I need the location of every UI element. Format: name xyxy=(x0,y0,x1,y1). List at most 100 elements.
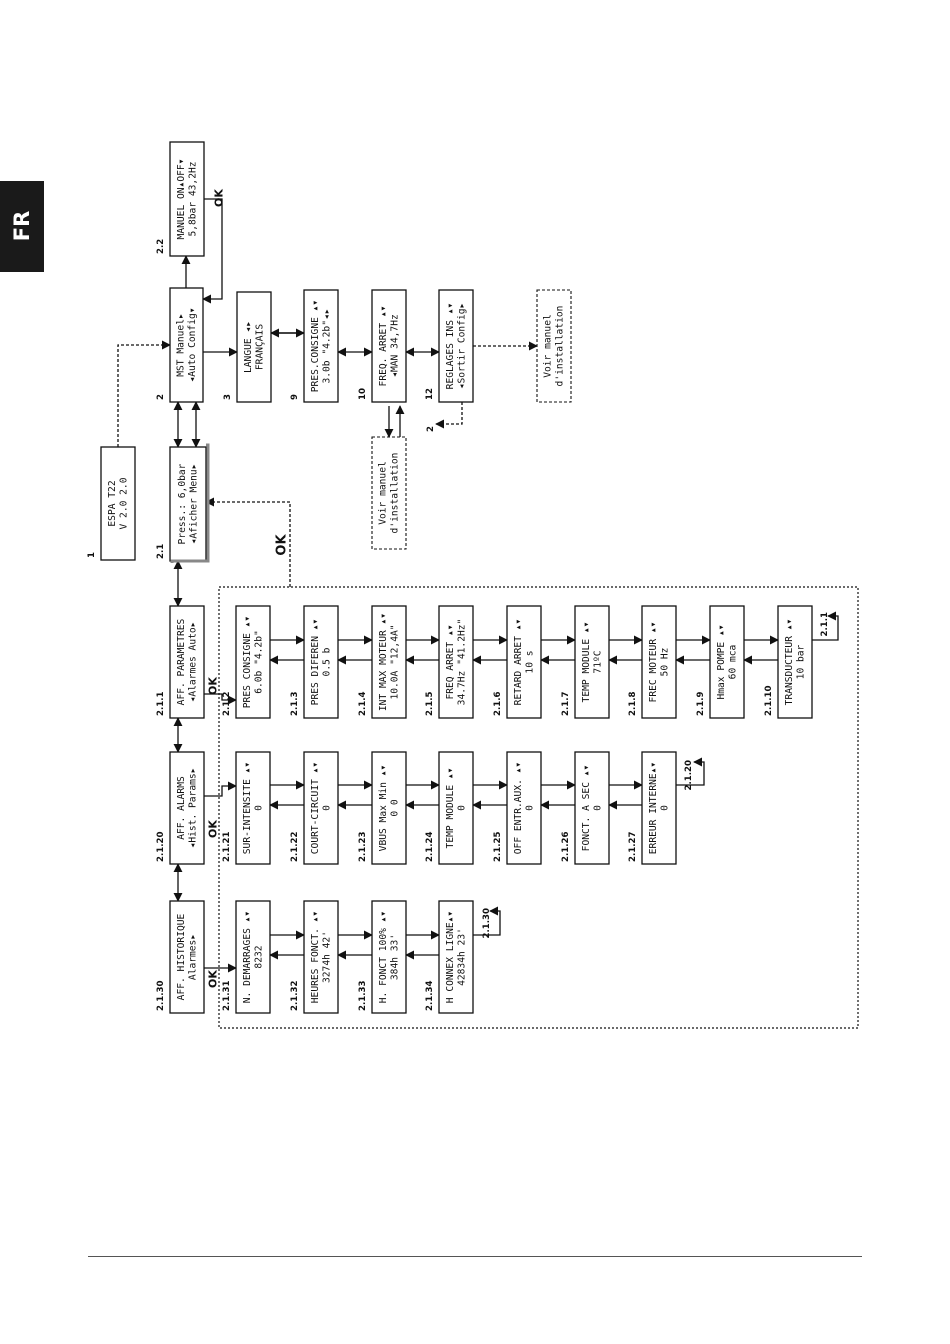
screen-frame xyxy=(235,900,271,1014)
screen-n2126: FONCT. A SEC ▴▾0 xyxy=(574,751,610,865)
screen-n2121: SUR-INTENSITE ▴▾0 xyxy=(235,751,271,865)
screen-n216: RETARD ARRET ▴▾10 s xyxy=(506,605,542,719)
ok-label: OK xyxy=(207,677,220,695)
screen-frame xyxy=(506,751,542,865)
screen-text: FREQ ARRET ▴▾ xyxy=(445,624,456,699)
screen-n22: MANUEL ON▴OFF▾5,8bar 43,2Hz xyxy=(169,141,205,257)
screen-text: INT MAX MOTEUR ▴▾ xyxy=(378,613,389,711)
ok-label: OK xyxy=(207,820,220,838)
screen-text: H CONNEX LIGNE▴▾ xyxy=(445,911,456,1003)
screen-frame xyxy=(169,900,205,1014)
screen-n3: LANGUE ◂▸FRANÇAIS xyxy=(236,291,272,403)
screen-text: REGLAGES INS ▴▾ xyxy=(445,303,456,390)
screen-frame xyxy=(371,900,407,1014)
screen-frame xyxy=(235,751,271,865)
screen-text: 50 Hz xyxy=(659,648,670,677)
screen-n2124: TEMP MODULE ▴▾0 xyxy=(438,751,474,865)
screen-n2123: VBUS Max Min ▴▾0 0 xyxy=(371,751,407,865)
screen-n10: FREQ. ARRET ▴▾◂MAN 34,7Hz xyxy=(371,289,407,403)
ok-label: OK xyxy=(275,534,290,556)
screen-number-label: 2.1.33 xyxy=(358,981,368,1011)
flow-connector xyxy=(435,402,463,429)
screen-number-label: 12 xyxy=(425,388,435,400)
screen-number-label: 2.1.5 xyxy=(425,692,435,716)
screen-text: PRES CONSIGNE ▴▾ xyxy=(242,616,253,708)
screen-text: 3.0b "4.2b"◂▸ xyxy=(321,308,332,383)
screen-text: ◂Auto Config▾ xyxy=(187,307,198,382)
screen-number-label: 2.1.27 xyxy=(628,832,638,862)
screen-text: TEMP MODULE ▴▾ xyxy=(445,768,456,849)
screen-frame xyxy=(709,605,745,719)
screen-n2120: AFF. ALARMS◂Hist. Params▸ xyxy=(169,751,205,865)
screen-n2132: HEURES FONCT. ▴▾3274h 42' xyxy=(303,900,339,1014)
screen-text: 10 bar xyxy=(795,644,806,679)
screen-frame xyxy=(235,605,271,719)
screen-number-label: 2.1.34 xyxy=(425,981,435,1011)
screen-frame xyxy=(574,751,610,865)
screen-frame xyxy=(169,141,205,257)
screen-number-label: 10 xyxy=(358,388,368,400)
screen-n2: MST Manuel▸◂Auto Config▾ xyxy=(169,287,204,403)
screen-n2133: H. FONCT 100% ▴▾384h 33' xyxy=(371,900,407,1014)
screen-frame xyxy=(303,605,339,719)
screen-text: FRANÇAIS xyxy=(254,324,265,370)
screen-text: H. FONCT 100% ▴▾ xyxy=(378,911,389,1003)
screen-n2131: N. DEMARRAGES ▴▾8232 xyxy=(235,900,271,1014)
screen-number-label: 2.1.7 xyxy=(561,692,571,716)
screen-text: VBUS Max Min ▴▾ xyxy=(378,765,389,852)
screen-n2134: H CONNEX LIGNE▴▾42834h 23' xyxy=(438,900,474,1014)
screen-frame xyxy=(303,751,339,865)
screen-text: AFF. ALARMS xyxy=(176,776,187,840)
screen-number-label: 2.1.3 xyxy=(290,692,300,716)
screen-text: 71ºC xyxy=(592,650,603,673)
screen-number-label: 2.1.30 xyxy=(156,981,166,1011)
flow-connector xyxy=(812,611,839,641)
screen-text: ESPA T22 xyxy=(107,480,118,526)
screen-n2125: OFF ENTR.AUX. ▴▾0 xyxy=(506,751,542,865)
screen-frame xyxy=(371,605,407,719)
screen-text: 0 0 xyxy=(389,799,400,817)
flow-connector xyxy=(205,497,291,587)
screen-n12: REGLAGES INS ▴▾◂Sortir Config▸ xyxy=(438,289,474,403)
screen-number-label: 2.1.22 xyxy=(290,832,300,862)
screen-n218: FREC MOTEUR ▴▾50 Hz xyxy=(641,605,677,719)
screen-text: PRES DIFEREN ▴▾ xyxy=(310,619,321,706)
screen-number-label: 2.1.2 xyxy=(222,692,232,716)
note-text: d'installation xyxy=(390,453,401,534)
screen-number-label: 2.1.23 xyxy=(358,832,368,862)
screen-text: SUR-INTENSITE ▴▾ xyxy=(242,762,253,854)
screen-n219: Hmax POMPE ▴▾60 mca xyxy=(709,605,745,719)
screen-frame xyxy=(438,605,474,719)
note-text: Voir manuel xyxy=(378,461,389,525)
return-label-ret-211: 2.1.1 xyxy=(820,612,830,636)
screen-frame xyxy=(777,605,813,719)
screen-number-label: 2.1.31 xyxy=(222,981,232,1011)
screen-text: 384h 33' xyxy=(389,934,400,980)
screen-frame xyxy=(169,287,204,403)
screen-text: HEURES FONCT. ▴▾ xyxy=(310,911,321,1003)
screen-text: ◂Sortir Config▸ xyxy=(456,303,467,390)
screen-text: RETARD ARRET ▴▾ xyxy=(513,619,524,706)
screen-text: ◂Aficher Menu▸ xyxy=(188,464,199,545)
screen-n212: PRES CONSIGNE ▴▾6.0b "4.2b" xyxy=(235,605,271,719)
screen-text: 0 xyxy=(456,805,467,811)
ok-label: OK xyxy=(213,189,226,207)
screen-text: N. DEMARRAGES ▴▾ xyxy=(242,911,253,1003)
screen-n2110: TRANSDUCTEUR ▴▾10 bar xyxy=(777,605,813,719)
screen-number-label: 1 xyxy=(87,552,97,558)
screen-frame xyxy=(438,751,474,865)
screen-text: MST Manuel▸ xyxy=(175,313,186,377)
ok-label: OK xyxy=(207,970,220,988)
screen-number-label: 2.1.25 xyxy=(493,832,503,862)
screen-text: 34.7Hz "41.2Hz" xyxy=(456,619,467,706)
flow-connector xyxy=(117,340,171,447)
screen-n213: PRES DIFEREN ▴▾0.5 b xyxy=(303,605,339,719)
screen-text: ERREUR INTERNE▴▾ xyxy=(648,762,659,854)
screen-text: 5,8bar 43,2Hz xyxy=(187,161,198,236)
screen-text: FREC MOTEUR ▴▾ xyxy=(648,622,659,703)
